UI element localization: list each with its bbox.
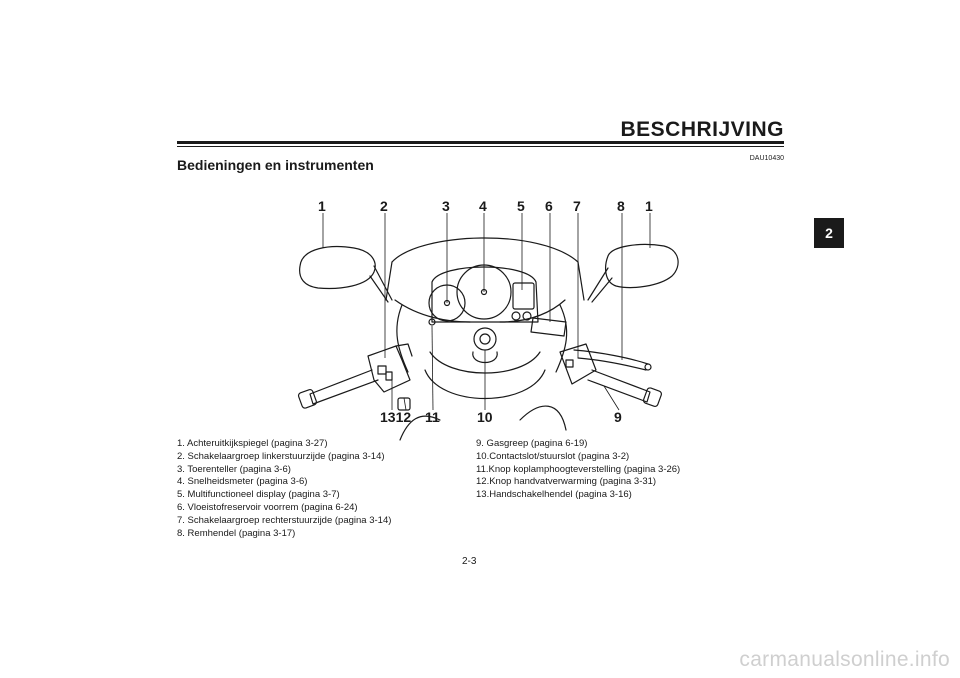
callout-13-12: 1312 xyxy=(380,409,412,425)
legend-item: 7. Schakelaargroep rechterstuurzijde (pa… xyxy=(177,514,392,526)
page-number: 2-3 xyxy=(462,556,477,567)
legend-item: 13.Handschakelhendel (pagina 3-16) xyxy=(476,489,632,501)
callout-1-left: 1 xyxy=(318,198,326,214)
callout-9: 9 xyxy=(614,409,622,425)
callout-11: 11 xyxy=(425,409,440,425)
legend-item: 3. Toerenteller (pagina 3-6) xyxy=(177,463,291,475)
callout-7: 7 xyxy=(573,198,581,214)
legend-left: 1. Achteruitkijkspiegel (pagina 3-27) 2.… xyxy=(177,438,391,540)
callout-8: 8 xyxy=(617,198,625,214)
document-code: DAU10430 xyxy=(749,155,784,162)
legend-item: 2. Schakelaargroep linkerstuurzijde (pag… xyxy=(177,450,385,462)
legend-item: 11.Knop koplamphoogteverstelling (pagina… xyxy=(476,463,681,475)
legend-item: 10.Contactslot/stuurslot (pagina 3-2) xyxy=(476,450,630,462)
legend-item: 8. Remhendel (pagina 3-17) xyxy=(177,527,296,539)
legend-item: 1. Achteruitkijkspiegel (pagina 3-27) xyxy=(177,438,328,449)
legend-item: 4. Snelheidsmeter (pagina 3-6) xyxy=(177,476,308,488)
legend-item: 5. Multifunctioneel display (pagina 3-7) xyxy=(177,489,340,501)
callout-3: 3 xyxy=(442,198,450,214)
legend-item: 6. Vloeistofreservoir voorrem (pagina 6-… xyxy=(177,501,358,513)
watermark[interactable]: carmanualsonline.info xyxy=(739,648,950,671)
chapter-tab[interactable]: 2 xyxy=(814,218,844,248)
callout-1-right: 1 xyxy=(645,198,653,214)
legend-item: 9. Gasgreep (pagina 6-19) xyxy=(476,438,588,449)
header-rule-thin xyxy=(177,146,784,147)
section-heading: Bedieningen en instrumenten xyxy=(177,157,374,173)
callout-5: 5 xyxy=(517,198,525,214)
legend-right: 9. Gasgreep (pagina 6-19) 10.Contactslot… xyxy=(476,438,680,502)
callout-6: 6 xyxy=(545,198,553,214)
legend-item: 12.Knop handvatverwarming (pagina 3-31) xyxy=(476,476,657,488)
callout-2: 2 xyxy=(380,198,388,214)
section-title: BESCHRIJVING xyxy=(620,118,784,141)
callout-10: 10 xyxy=(477,409,493,425)
callout-4: 4 xyxy=(479,198,487,214)
header-rule xyxy=(177,141,784,144)
